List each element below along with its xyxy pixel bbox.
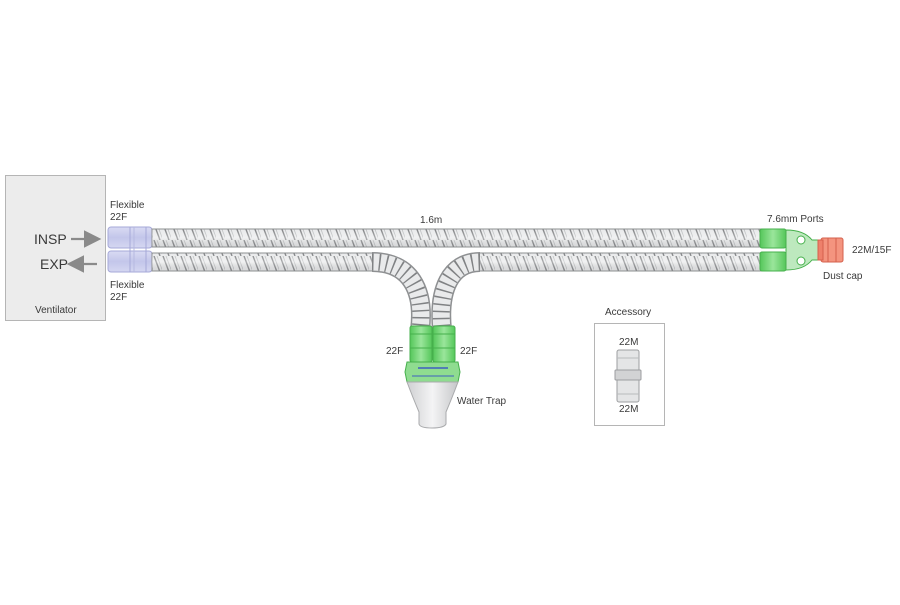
ports-label: 7.6mm Ports bbox=[767, 214, 824, 225]
water-trap-left-connector bbox=[409, 325, 433, 363]
accessory bbox=[594, 323, 665, 426]
water-trap-tubes bbox=[371, 252, 481, 332]
insp-label: INSP bbox=[34, 231, 67, 247]
top-connector-size: 22F bbox=[110, 212, 128, 223]
water-trap-collar bbox=[404, 361, 461, 383]
water-trap bbox=[404, 325, 461, 429]
bottom-connector-size: 22F bbox=[110, 292, 128, 303]
accessory-title: Accessory bbox=[605, 307, 652, 318]
accessory-bottom-size: 22M bbox=[619, 404, 639, 415]
top-connector-kind: Flexible bbox=[110, 200, 145, 211]
water-trap-body bbox=[406, 381, 459, 429]
ventilator bbox=[5, 175, 106, 321]
flexible-connectors bbox=[107, 226, 153, 273]
corrugated-tubes bbox=[151, 228, 763, 272]
ventilator-label: Ventilator bbox=[35, 305, 77, 316]
accessory-top-size: 22M bbox=[619, 337, 639, 348]
dust-cap bbox=[817, 237, 844, 263]
water-trap-left-size: 22F bbox=[386, 346, 404, 357]
ports-connector-top bbox=[759, 228, 787, 249]
ports-connector-bottom bbox=[759, 251, 787, 272]
patient-end-label: 22M/15F bbox=[852, 245, 892, 256]
water-trap-label: Water Trap bbox=[457, 396, 507, 407]
patient-wye bbox=[759, 228, 821, 272]
tube-length-label: 1.6m bbox=[420, 215, 443, 226]
water-trap-right-connector bbox=[432, 325, 456, 363]
ventilator-box bbox=[5, 175, 106, 321]
dust-cap-body bbox=[820, 237, 844, 263]
exp-label: EXP bbox=[40, 256, 69, 272]
water-trap-right-size: 22F bbox=[460, 346, 478, 357]
bottom-connector-kind: Flexible bbox=[110, 280, 145, 291]
dust-cap-label: Dust cap bbox=[823, 271, 863, 282]
